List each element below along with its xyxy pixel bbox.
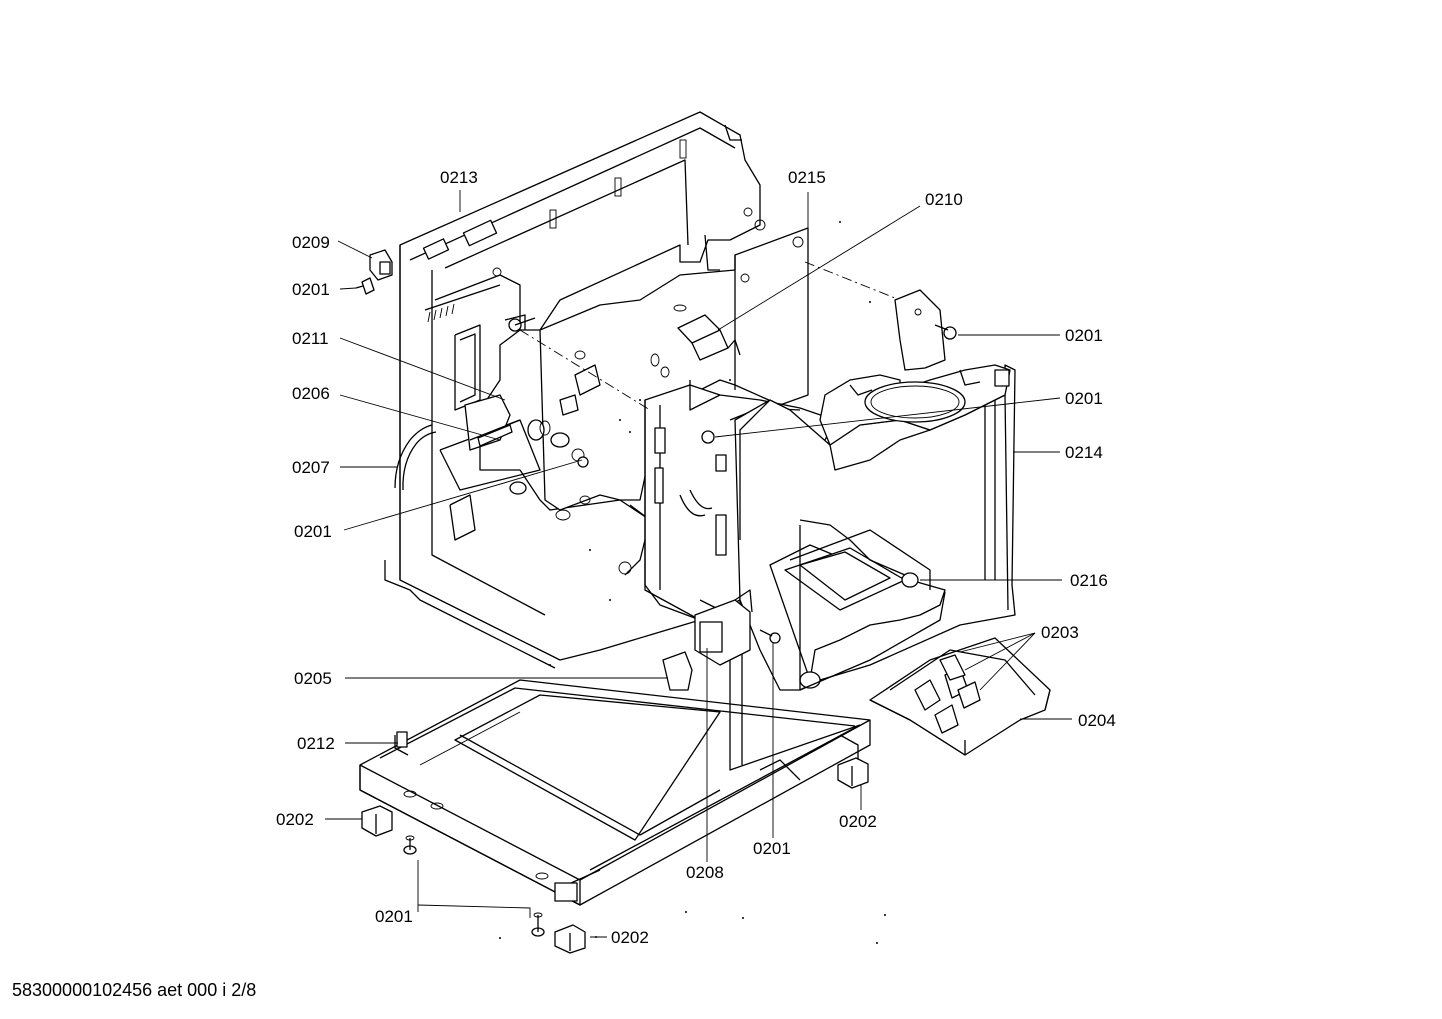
base-frame [359,679,871,906]
callout-0210: 0210 [925,190,963,209]
callout-0202: 0202 [611,928,649,947]
callout-0201: 0201 [1065,389,1103,408]
leader-lines [325,190,1072,938]
callout-0204: 0204 [1078,711,1116,730]
callout-0213: 0213 [440,168,478,187]
callout-0201: 0201 [292,280,330,299]
callout-0208: 0208 [686,863,724,882]
callout-0207: 0207 [292,458,330,477]
callout-0201: 0201 [294,522,332,541]
callout-0201: 0201 [753,839,791,858]
center-plate [539,227,809,576]
callout-0215: 0215 [788,168,826,187]
left-frame [384,111,766,669]
callout-0202: 0202 [276,810,314,829]
small-parts [355,249,1051,954]
callout-0206: 0206 [292,384,330,403]
callout-0201: 0201 [1065,326,1103,345]
callout-0211: 0211 [292,329,329,348]
assembly-lines [519,261,896,411]
callout-0214: 0214 [1065,443,1103,462]
callout-0201: 0201 [375,907,413,926]
document-id: 58300000102456 aet 000 i 2/8 [12,980,257,1000]
callout-labels: 0213 0209 0201 0211 0206 0207 0201 0205 … [276,168,1116,947]
callout-0216: 0216 [1070,571,1108,590]
callout-0202: 0202 [839,812,877,831]
right-housing [729,289,1016,771]
callout-0203: 0203 [1041,623,1079,642]
callout-0205: 0205 [294,669,332,688]
scatter-dots [499,221,886,944]
callout-0209: 0209 [292,233,330,252]
callout-0212: 0212 [297,734,335,753]
